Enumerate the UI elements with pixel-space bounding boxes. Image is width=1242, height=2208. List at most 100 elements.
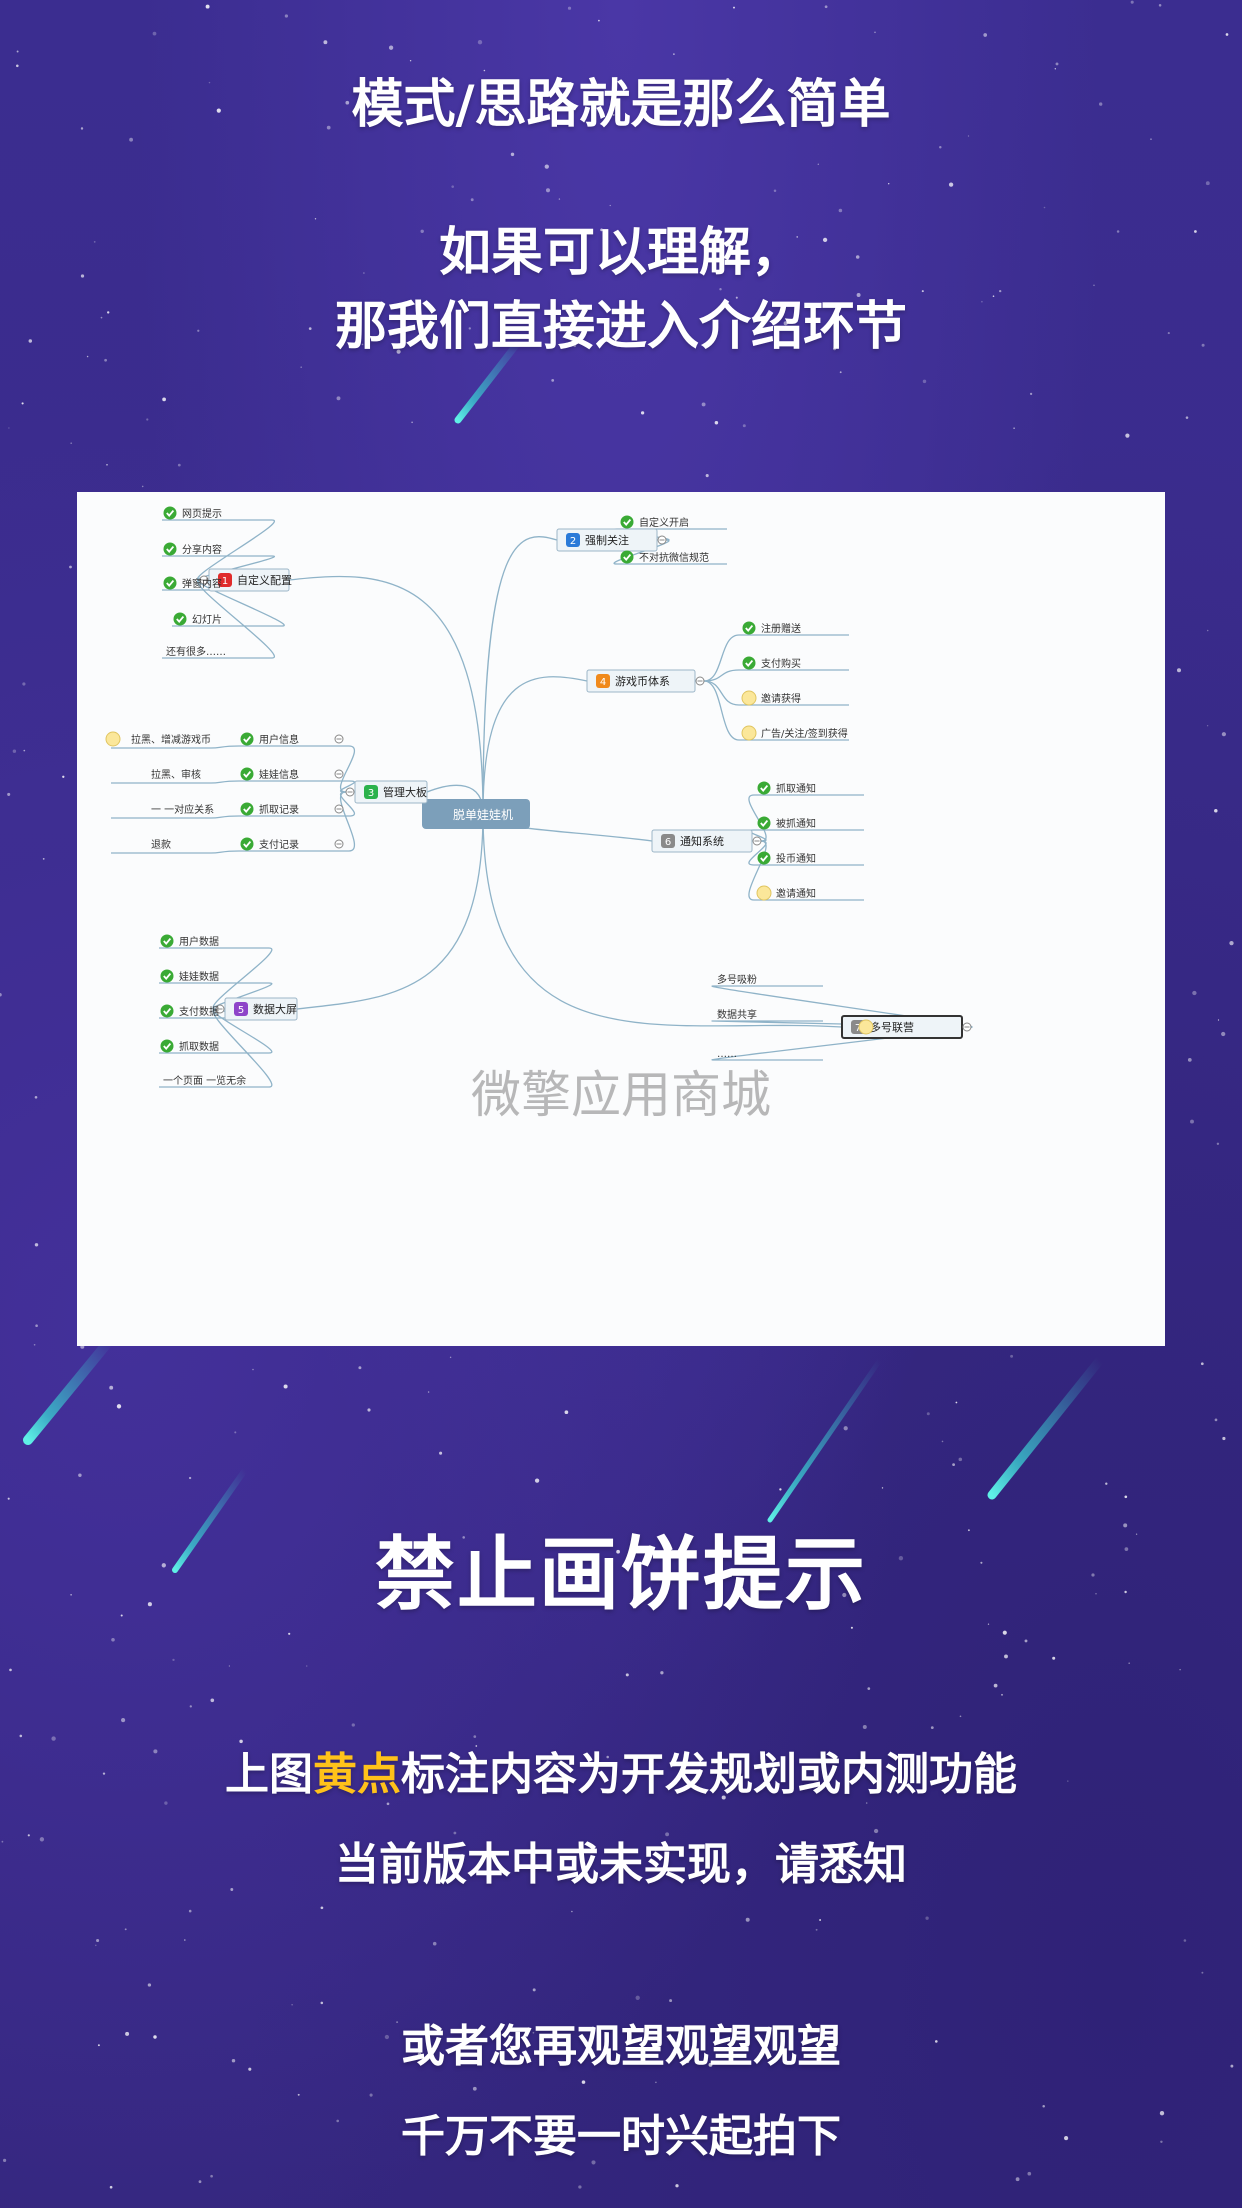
item-label: 数据共享 (717, 1008, 757, 1021)
item-label: 用户信息 (259, 733, 299, 746)
sub-item-label: 一 一对应关系 (151, 803, 214, 816)
check-icon (240, 802, 254, 816)
number-badge-icon (234, 1002, 248, 1016)
branch-node (841, 1015, 963, 1039)
check-icon (620, 550, 634, 564)
check-mark-icon (760, 820, 769, 827)
branch-node (651, 829, 753, 853)
headline-simple: 模式/思路就是那么简单 (351, 75, 891, 135)
item-label: 被抓通知 (776, 817, 816, 830)
yellow-dot-icon (741, 725, 757, 741)
item-label: …… (717, 1049, 737, 1060)
check-icon (757, 816, 771, 830)
branch-node (556, 528, 658, 552)
notice-line-1: 上图黄点标注内容为开发规划或内测功能 (0, 1738, 1242, 1802)
branch-number: 5 (238, 1005, 244, 1016)
sub-item-label: 拉黑、增减游戏币 (131, 733, 211, 746)
item-label: 支付数据 (179, 1005, 219, 1018)
item-label: 抓取记录 (259, 803, 299, 816)
item-label: 注册赠送 (761, 622, 801, 635)
item-connector (703, 680, 849, 706)
notice-highlight-yellow-dot: 黄点 (313, 1749, 401, 1800)
number-badge-icon (596, 674, 610, 688)
check-icon (160, 1039, 174, 1053)
check-mark-icon (745, 625, 754, 632)
sub-item-label: 拉黑、审核 (151, 768, 201, 781)
check-icon (240, 767, 254, 781)
branch-connector (482, 812, 843, 1028)
item-connector (703, 634, 849, 682)
item-label: 投币通知 (776, 852, 816, 865)
check-mark-icon (163, 938, 172, 945)
sub-item-label: 退款 (151, 838, 171, 851)
item-label: 抓取数据 (179, 1040, 219, 1053)
item-connector (703, 669, 849, 682)
check-icon (163, 576, 177, 590)
check-icon (160, 1004, 174, 1018)
branch-label: 通知系统 (680, 834, 724, 848)
item-label: 自定义开启 (639, 516, 689, 529)
check-icon (742, 621, 756, 635)
yellow-dot-icon (858, 1019, 874, 1035)
number-badge-icon (364, 785, 378, 799)
check-mark-icon (745, 660, 754, 667)
branch-connector (482, 676, 588, 814)
number-badge-icon (661, 834, 675, 848)
check-icon (163, 542, 177, 556)
item-connector (748, 829, 864, 842)
item-label: 抓取通知 (776, 782, 816, 795)
check-mark-icon (243, 771, 252, 778)
check-mark-icon (760, 855, 769, 862)
check-mark-icon (243, 736, 252, 743)
item-connector (159, 982, 273, 1010)
item-connector (239, 745, 356, 793)
yellow-dot-icon (105, 731, 121, 747)
check-icon (163, 506, 177, 520)
headline-intro: 那我们直接进入介绍环节 (334, 297, 907, 357)
sub-item-connector (111, 815, 240, 819)
item-connector (159, 1008, 273, 1088)
item-label: 一个页面 一览无余 (163, 1074, 246, 1087)
check-icon (757, 781, 771, 795)
item-label: 用户数据 (179, 935, 219, 948)
headline-understand: 如果可以理解， (438, 223, 803, 283)
check-mark-icon (163, 973, 172, 980)
number-badge-icon (566, 533, 580, 547)
check-icon (757, 851, 771, 865)
branch-number: 7 (855, 1023, 861, 1034)
item-label: 网页提示 (182, 508, 222, 520)
check-icon (240, 732, 254, 746)
item-label: 娃娃数据 (179, 970, 219, 983)
item-label: 弹窗内容 (182, 577, 222, 590)
notice-line-3: 或者您再观望观望观望 (401, 2021, 841, 2072)
branch-label: 数据大屏 (253, 1002, 297, 1016)
branch-label: 多号联营 (870, 1020, 914, 1034)
item-label: 娃娃信息 (259, 768, 299, 781)
item-connector (172, 579, 285, 627)
item-connector (748, 840, 864, 901)
item-label: 还有很多…… (166, 645, 226, 658)
item-label: 幻灯片 (192, 613, 222, 626)
branch-label: 自定义配置 (237, 573, 292, 587)
check-mark-icon (163, 1043, 172, 1050)
item-label: 支付记录 (259, 838, 299, 851)
item-label: 支付购买 (761, 657, 801, 670)
branch-number: 3 (368, 788, 374, 799)
check-mark-icon (166, 546, 175, 553)
check-icon (742, 656, 756, 670)
branch-node (586, 669, 696, 693)
notice-line-1-pre: 上图 (225, 1749, 313, 1800)
check-icon (240, 837, 254, 851)
check-mark-icon (760, 785, 769, 792)
branch-connector (288, 575, 484, 814)
branch-number: 6 (665, 837, 671, 848)
item-label: 邀请通知 (776, 887, 816, 900)
number-badge-icon (218, 573, 232, 587)
item-connector (239, 791, 356, 852)
center-node-label: 脱单娃娃机 (453, 807, 513, 822)
sub-item-connector (111, 780, 240, 784)
item-connector (703, 680, 849, 741)
notice-line-2: 当前版本中或未实现，请悉知 (335, 1839, 907, 1890)
warning-title: 禁止画饼提示 (375, 1528, 867, 1621)
item-connector (239, 780, 356, 793)
